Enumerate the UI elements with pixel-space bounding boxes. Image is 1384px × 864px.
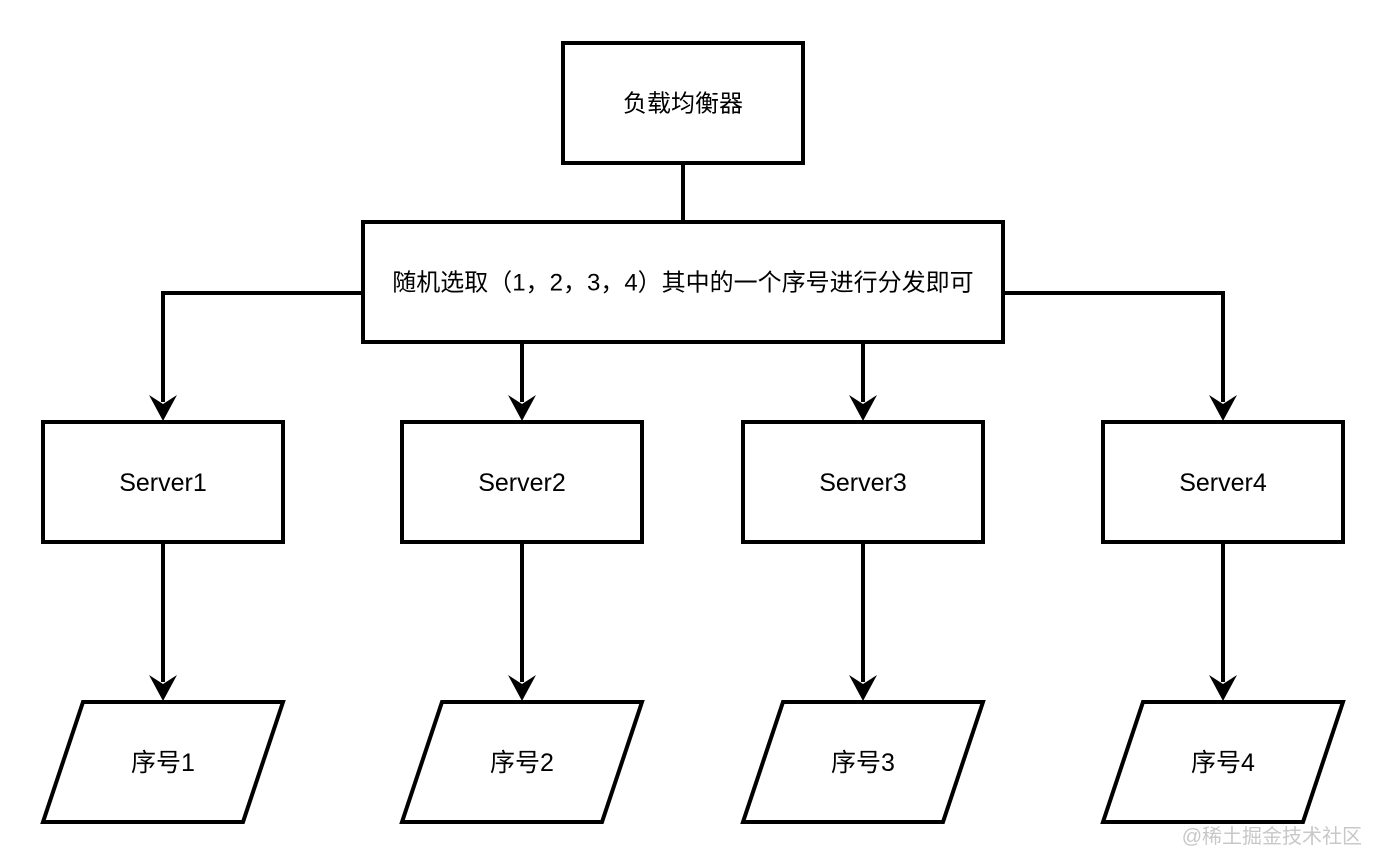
node-seq2: 序号2 (399, 700, 645, 824)
node-server2: Server2 (400, 420, 644, 544)
node-server1: Server1 (41, 420, 285, 544)
seq4-label: 序号4 (1191, 749, 1255, 777)
arrowhead-seq3 (849, 675, 877, 701)
seq1-label: 序号1 (131, 749, 195, 777)
arrowhead-server1 (149, 395, 177, 421)
arrowhead-seq2 (508, 675, 536, 701)
node-seq4: 序号4 (1100, 700, 1346, 824)
dispatch-rule-box (361, 220, 1005, 344)
node-seq3: 序号3 (740, 700, 986, 824)
node-dispatch-rule: 随机选取（1，2，3，4）其中的一个序号进行分发即可 (361, 220, 1005, 344)
arrowhead-server3 (849, 395, 877, 421)
seq2-parallelogram (399, 700, 645, 824)
seq2-label: 序号2 (490, 749, 554, 777)
server4-label: Server4 (1179, 469, 1267, 497)
server4-box (1101, 420, 1345, 544)
server3-label: Server3 (819, 469, 907, 497)
seq4-parallelogram (1100, 700, 1346, 824)
load-balancer-box (561, 41, 805, 165)
seq3-parallelogram (740, 700, 986, 824)
connector-dispatch-server4 (1003, 291, 1225, 402)
node-server4: Server4 (1101, 420, 1345, 544)
node-load-balancer: 负载均衡器 (561, 41, 805, 165)
watermark: @稀土掘金技术社区 (1182, 825, 1362, 848)
dispatch-rule-label: 随机选取（1，2，3，4）其中的一个序号进行分发即可 (392, 270, 973, 297)
server2-label: Server2 (478, 469, 566, 497)
arrowhead-server4 (1209, 395, 1237, 421)
arrowhead-seq4 (1209, 675, 1237, 701)
arrowhead-server2 (508, 395, 536, 421)
node-server3: Server3 (741, 420, 985, 544)
server2-box (400, 420, 644, 544)
seq1-parallelogram (40, 700, 286, 824)
node-seq1: 序号1 (40, 700, 286, 824)
seq3-label: 序号3 (831, 749, 895, 777)
connector-dispatch-server1 (161, 291, 363, 402)
connectors (149, 163, 1237, 701)
server1-label: Server1 (119, 469, 207, 497)
load-balancer-label: 负载均衡器 (623, 91, 743, 118)
arrowhead-seq1 (149, 675, 177, 701)
